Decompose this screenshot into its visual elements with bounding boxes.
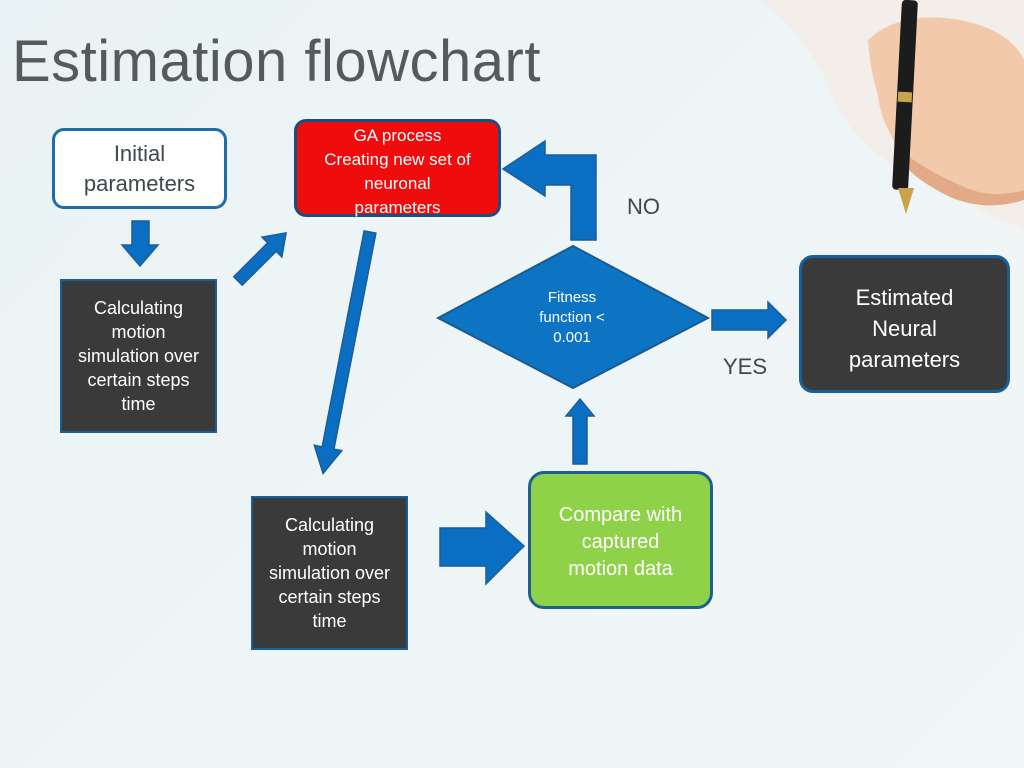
ga-process-label: GA process Creating new set of neuronal … — [324, 126, 471, 217]
fitness-function-label: Fitness function < 0.001 — [539, 289, 605, 346]
hand-shape — [868, 17, 1024, 194]
compare-motion-box: Compare with captured motion data — [528, 471, 713, 609]
fitness-decision-diamond — [435, 244, 711, 390]
estimated-parameters-box: Estimated Neural parameters — [799, 255, 1010, 393]
arrow-compare-to-fitness — [564, 397, 596, 465]
initial-parameters-box: Initial parameters — [52, 128, 227, 209]
calculating-motion-box-bottom: Calculating motion simulation over certa… — [251, 496, 408, 650]
pen-ring — [897, 91, 913, 103]
calculating-motion-label-left: Calculating motion simulation over certa… — [77, 298, 200, 414]
ga-process-box: GA process Creating new set of neuronal … — [294, 119, 501, 217]
slide-title: Estimation flowchart — [12, 29, 541, 94]
arrow-ga-to-calc-bottom — [313, 229, 377, 476]
arrow-fitness-to-ga-no — [501, 139, 597, 241]
initial-parameters-label: Initial parameters — [83, 140, 196, 196]
no-branch-label: NO — [627, 194, 660, 219]
yes-branch-label: YES — [723, 354, 768, 379]
calculating-motion-box-left: Calculating motion simulation over certa… — [60, 279, 217, 433]
arrow-calc-to-ga — [232, 231, 288, 287]
arrow-initial-to-calc — [120, 220, 160, 268]
hand-with-pen-image — [760, 0, 1024, 230]
arrow-fitness-to-estimated-yes — [711, 300, 788, 340]
pen-nib — [898, 188, 914, 214]
estimated-parameters-label: Estimated Neural parameters — [848, 285, 961, 372]
compare-motion-label: Compare with captured motion data — [558, 504, 683, 580]
calculating-motion-label-bottom: Calculating motion simulation over certa… — [268, 515, 391, 631]
hand-shadow — [900, 150, 1024, 206]
arrow-calc-to-compare — [439, 510, 526, 586]
